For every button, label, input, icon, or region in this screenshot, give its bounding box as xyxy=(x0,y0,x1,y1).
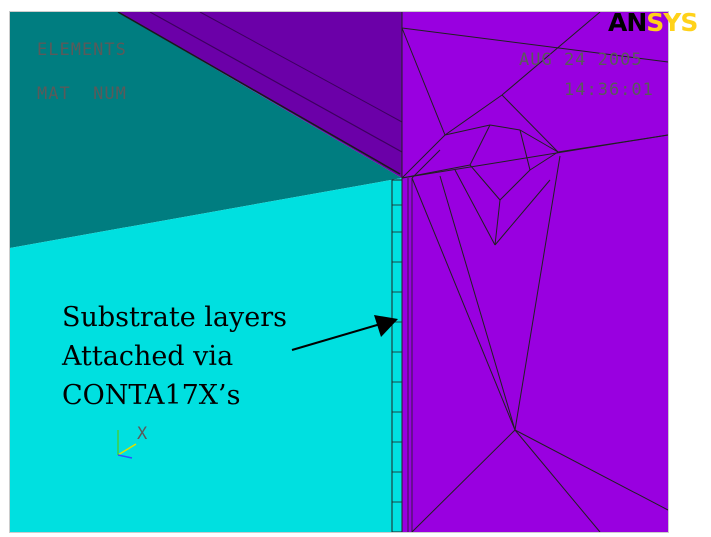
plot-date: AUG 24 2005 xyxy=(519,50,643,70)
annotation-line: CONTA17X’s xyxy=(62,380,241,411)
plot-time: 14:36:01 xyxy=(564,80,654,100)
annotation-line: Substrate layers xyxy=(62,302,288,333)
coordinate-triad xyxy=(117,430,137,459)
component-layer xyxy=(402,178,412,532)
viewport-frame xyxy=(9,11,669,533)
annotation-arrow xyxy=(291,322,385,351)
contact-layer xyxy=(391,179,403,533)
triad-x-label: X xyxy=(137,424,148,444)
ansys-logo: ANSYS xyxy=(608,8,698,37)
component-top-edge xyxy=(199,11,403,123)
annotation-line: Attached via xyxy=(62,341,234,372)
annotation-text: Substrate layers Attached via CONTA17X’s xyxy=(62,298,287,415)
logo-part-an: AN xyxy=(608,8,647,37)
plot-title: ELEMENTS xyxy=(37,40,127,60)
component-top-edge xyxy=(149,11,403,153)
arrow-head-icon xyxy=(374,315,398,337)
plot-subtitle: MAT NUM xyxy=(37,84,127,104)
logo-part-sys: SYS xyxy=(646,8,698,37)
substrate-front-face xyxy=(10,178,402,532)
contact-element-lines xyxy=(392,178,413,532)
component-body xyxy=(402,12,668,532)
component-top-edge xyxy=(117,11,401,175)
substrate-top-face xyxy=(10,12,402,248)
component-mesh xyxy=(401,11,669,533)
